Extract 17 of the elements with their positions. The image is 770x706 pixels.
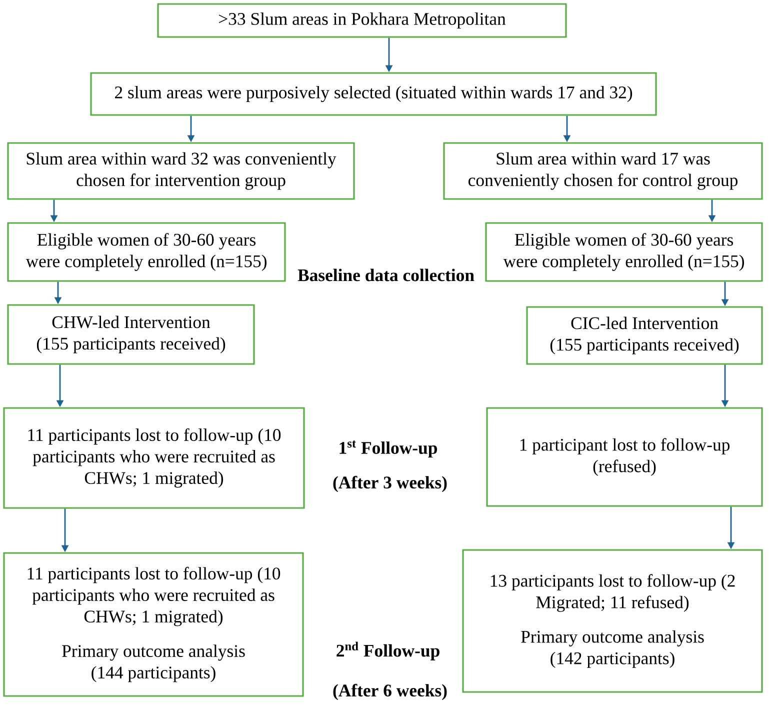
stage-label: 2$^{nd}$ Follow-up <box>336 642 440 660</box>
process-box: Slum area within ward 32 was conveniently chosen for intervention group <box>7 142 355 200</box>
stage-label: (After 3 weeks) <box>333 476 447 492</box>
process-box: 2 slum areas were purposively selected (situated within wards 17 and 32) <box>90 72 657 116</box>
process-box: 13 participants lost to follow-up (2 Migrated; 11 refused) Primary outcome analysis (142 participants) <box>462 549 763 693</box>
stage-label: (After 6 weeks) <box>333 684 447 700</box>
stage-label: Baseline data collection <box>298 268 474 282</box>
process-box: CHW-led Intervention (155 participants received) <box>7 304 255 365</box>
process-box: Slum area within ward 17 was conveniently chosen for control group <box>443 142 763 200</box>
process-box: >33 Slum areas in Pokhara Metropolitan <box>157 3 567 38</box>
process-box: CIC-led Intervention (155 participants received) <box>526 306 763 365</box>
process-box: 1 participant lost to follow-up (refused) <box>486 407 763 507</box>
process-box: Eligible women of 30-60 years were completely enrolled (n=155) <box>485 222 763 282</box>
process-box: 11 participants lost to follow-up (10 participants who were recruited as CHWs; 1 migrated) <box>3 407 305 509</box>
process-box: 11 participants lost to follow-up (10 participants who were recruited as CHWs; 1 migrated) Primary outcome analysis (144 participants) <box>3 552 304 697</box>
stage-label: 1$^{st}$ Follow-up <box>340 440 437 458</box>
process-box: Eligible women of 30-60 years were completely enrolled (n=155) <box>7 222 286 282</box>
